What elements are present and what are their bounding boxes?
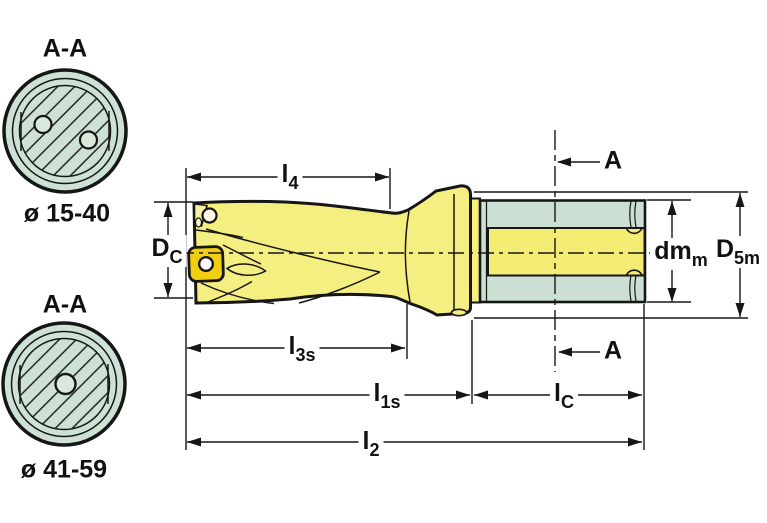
dim-label-l3s: l3s (284, 333, 320, 365)
dim-label-l4: l4 (277, 161, 303, 193)
insert-screw-hole (197, 256, 214, 273)
flange-bottom-hole (450, 308, 468, 317)
pocket-top-line (195, 229, 244, 239)
coolant-hole (33, 114, 53, 135)
flute-inner-line (222, 244, 262, 265)
shank (470, 197, 647, 304)
dim-label-lc: lC (550, 380, 578, 412)
dim-label-d5m: D5m (711, 236, 765, 268)
dim-label-l1s: l1s (369, 380, 405, 412)
section-marker-a-bottom: A (603, 336, 623, 365)
dim-label-l2: l2 (358, 428, 384, 460)
diameter-range-top: ø 15-40 (23, 199, 111, 228)
section-marker-a-top: A (603, 146, 623, 175)
pocket-lower-line (203, 280, 253, 305)
chip-pocket-leaf (225, 263, 267, 276)
shank-flat (487, 227, 646, 277)
cross-section-top (2, 68, 128, 194)
section-chord-edges (20, 111, 110, 151)
section-hatched-core (18, 84, 112, 178)
flute-lower-edge (298, 271, 381, 304)
cross-section-bottom (1, 321, 127, 447)
drill-body (187, 184, 472, 317)
screw-hole (201, 207, 218, 224)
section-ring (11, 77, 119, 185)
indexable-insert (187, 245, 225, 283)
section-chord-edges (19, 364, 109, 404)
section-label-top: A-A (42, 34, 88, 63)
clamping-groove-lines (629, 200, 637, 302)
diameter-range-bottom: ø 41-59 (20, 455, 108, 484)
flat-groove-notches (625, 227, 643, 276)
flute-bottom-sweep (200, 282, 275, 305)
extension-lines (154, 168, 748, 450)
coolant-hole (78, 130, 99, 150)
flange-neck-line (404, 210, 411, 303)
body-outline (192, 184, 472, 317)
dim-label-dmm: dmm (650, 238, 712, 270)
arrowheads (163, 157, 745, 447)
center-coolant-hole (54, 372, 77, 396)
section-label-bottom: A-A (42, 290, 88, 319)
section-ring (10, 330, 118, 438)
flange-ring (470, 197, 481, 304)
dim-label-dc: DC (147, 235, 187, 267)
notch-detail (194, 217, 203, 228)
